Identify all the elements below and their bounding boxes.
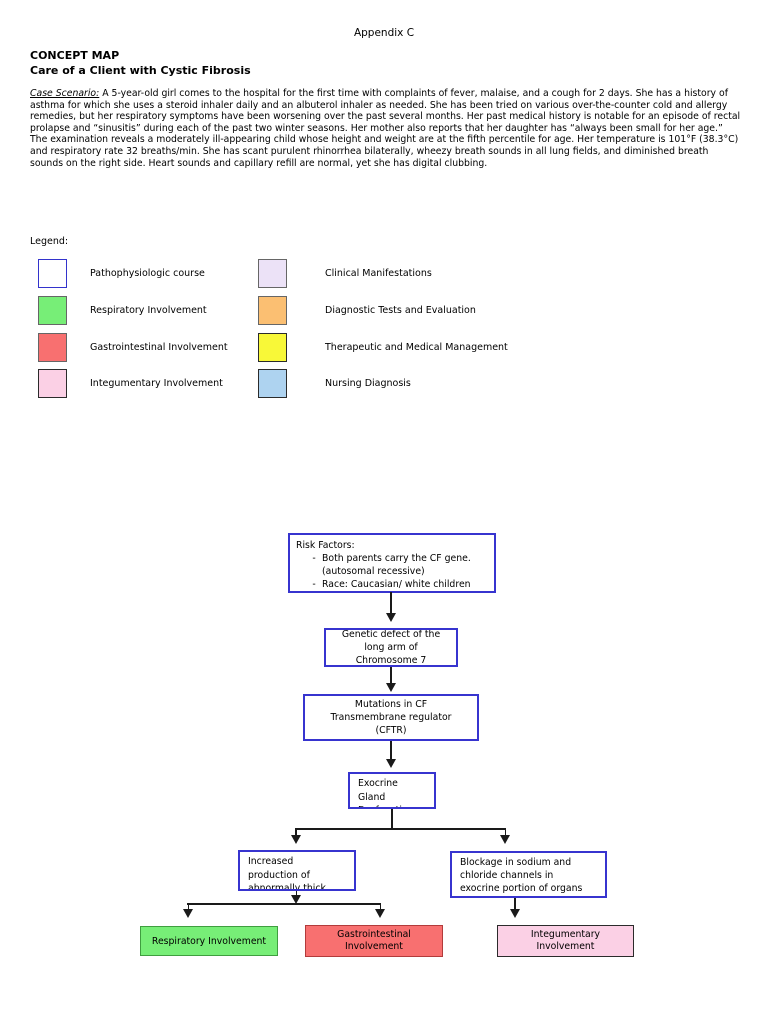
flow-node-integumentary-involvement: Integumentary Involvement — [497, 925, 634, 957]
legend-swatch-nursing — [258, 368, 287, 398]
flow-node-genetic-defect: Genetic defect of the long arm of Chromo… — [324, 628, 458, 667]
legend-swatch-respiratory — [38, 295, 67, 325]
case-scenario-paragraph: Case Scenario: A 5-year-old girl comes t… — [30, 88, 742, 169]
flow-node-channel-blockage: Blockage in sodium and chloride channels… — [450, 851, 607, 898]
legend-heading: Legend: — [30, 236, 69, 247]
connector-line — [390, 741, 392, 760]
arrow-down-icon — [500, 835, 510, 844]
legend-swatch-clinical — [258, 258, 287, 288]
legend-swatch-gastrointestinal — [38, 332, 67, 362]
legend-label: Clinical Manifestations — [325, 267, 432, 279]
connector-line — [514, 898, 516, 910]
legend-label: Gastrointestinal Involvement — [90, 341, 228, 353]
legend-swatch-therapeutic — [258, 332, 287, 362]
legend-label: Nursing Diagnosis — [325, 377, 411, 389]
page-subtitle: Care of a Client with Cystic Fibrosis — [30, 64, 251, 77]
legend-swatch-integumentary — [38, 368, 67, 398]
legend-item-integumentary: Integumentary Involvement — [38, 368, 223, 398]
legend-item-pathophysiologic: Pathophysiologic course — [38, 258, 205, 288]
connector-line — [391, 809, 393, 829]
legend-swatch-pathophysiologic — [38, 258, 67, 288]
legend-item-diagnostic: Diagnostic Tests and Evaluation — [258, 295, 476, 325]
legend-label: Respiratory Involvement — [90, 304, 207, 316]
legend-item-therapeutic: Therapeutic and Medical Management — [258, 332, 508, 362]
legend-label: Integumentary Involvement — [90, 377, 223, 389]
arrow-down-icon — [182, 909, 193, 918]
risk-factors-bullet: - Race: Caucasian/ white children — [296, 578, 488, 591]
legend-label: Therapeutic and Medical Management — [325, 341, 508, 353]
connector-line — [187, 903, 381, 905]
legend-swatch-diagnostic — [258, 295, 287, 325]
connector-line — [390, 667, 392, 684]
arrow-down-icon — [509, 909, 520, 918]
arrow-down-icon — [290, 895, 301, 904]
legend-item-clinical: Clinical Manifestations — [258, 258, 432, 288]
risk-factors-title: Risk Factors: — [296, 540, 355, 551]
arrow-down-icon — [385, 759, 396, 768]
connector-line — [295, 829, 297, 836]
appendix-label: Appendix C — [353, 27, 415, 39]
flow-node-cftr-mutations: Mutations in CF Transmembrane regulator … — [303, 694, 479, 741]
flow-node-exocrine-dysfunction: Exocrine Gland Dysfunctions — [348, 772, 436, 809]
bullet-marker: - — [312, 553, 316, 564]
connector-line — [295, 828, 506, 830]
connector-line — [379, 904, 381, 910]
connector-line — [187, 904, 189, 910]
risk-factors-bullet: - Both parents carry the CF gene. (autos… — [296, 552, 488, 578]
case-scenario-text: A 5-year-old girl comes to the hospital … — [30, 88, 741, 169]
legend-label: Pathophysiologic course — [90, 267, 205, 279]
arrow-down-icon — [385, 613, 396, 622]
legend-label: Diagnostic Tests and Evaluation — [325, 304, 476, 316]
connector-line — [390, 592, 392, 614]
flow-node-risk-factors: Risk Factors: - Both parents carry the C… — [288, 533, 496, 593]
bullet-marker: - — [312, 579, 316, 590]
legend-item-respiratory: Respiratory Involvement — [38, 295, 207, 325]
flow-node-thick-mucus: Increased production of abnormally thick — [238, 850, 356, 891]
connector-line — [295, 891, 297, 897]
legend-item-gastrointestinal: Gastrointestinal Involvement — [38, 332, 228, 362]
case-scenario-label: Case Scenario: — [30, 88, 100, 99]
document-title-block: CONCEPT MAP Care of a Client with Cystic… — [30, 48, 251, 78]
flow-node-gastrointestinal-involvement: Gastrointestinal Involvement — [305, 925, 443, 957]
arrow-down-icon — [374, 909, 385, 918]
connector-line — [504, 829, 506, 836]
page-title: CONCEPT MAP — [30, 49, 120, 62]
arrow-down-icon — [290, 835, 301, 844]
legend-item-nursing: Nursing Diagnosis — [258, 368, 411, 398]
flow-node-respiratory-involvement: Respiratory Involvement — [140, 926, 278, 956]
arrow-down-icon — [385, 683, 396, 692]
